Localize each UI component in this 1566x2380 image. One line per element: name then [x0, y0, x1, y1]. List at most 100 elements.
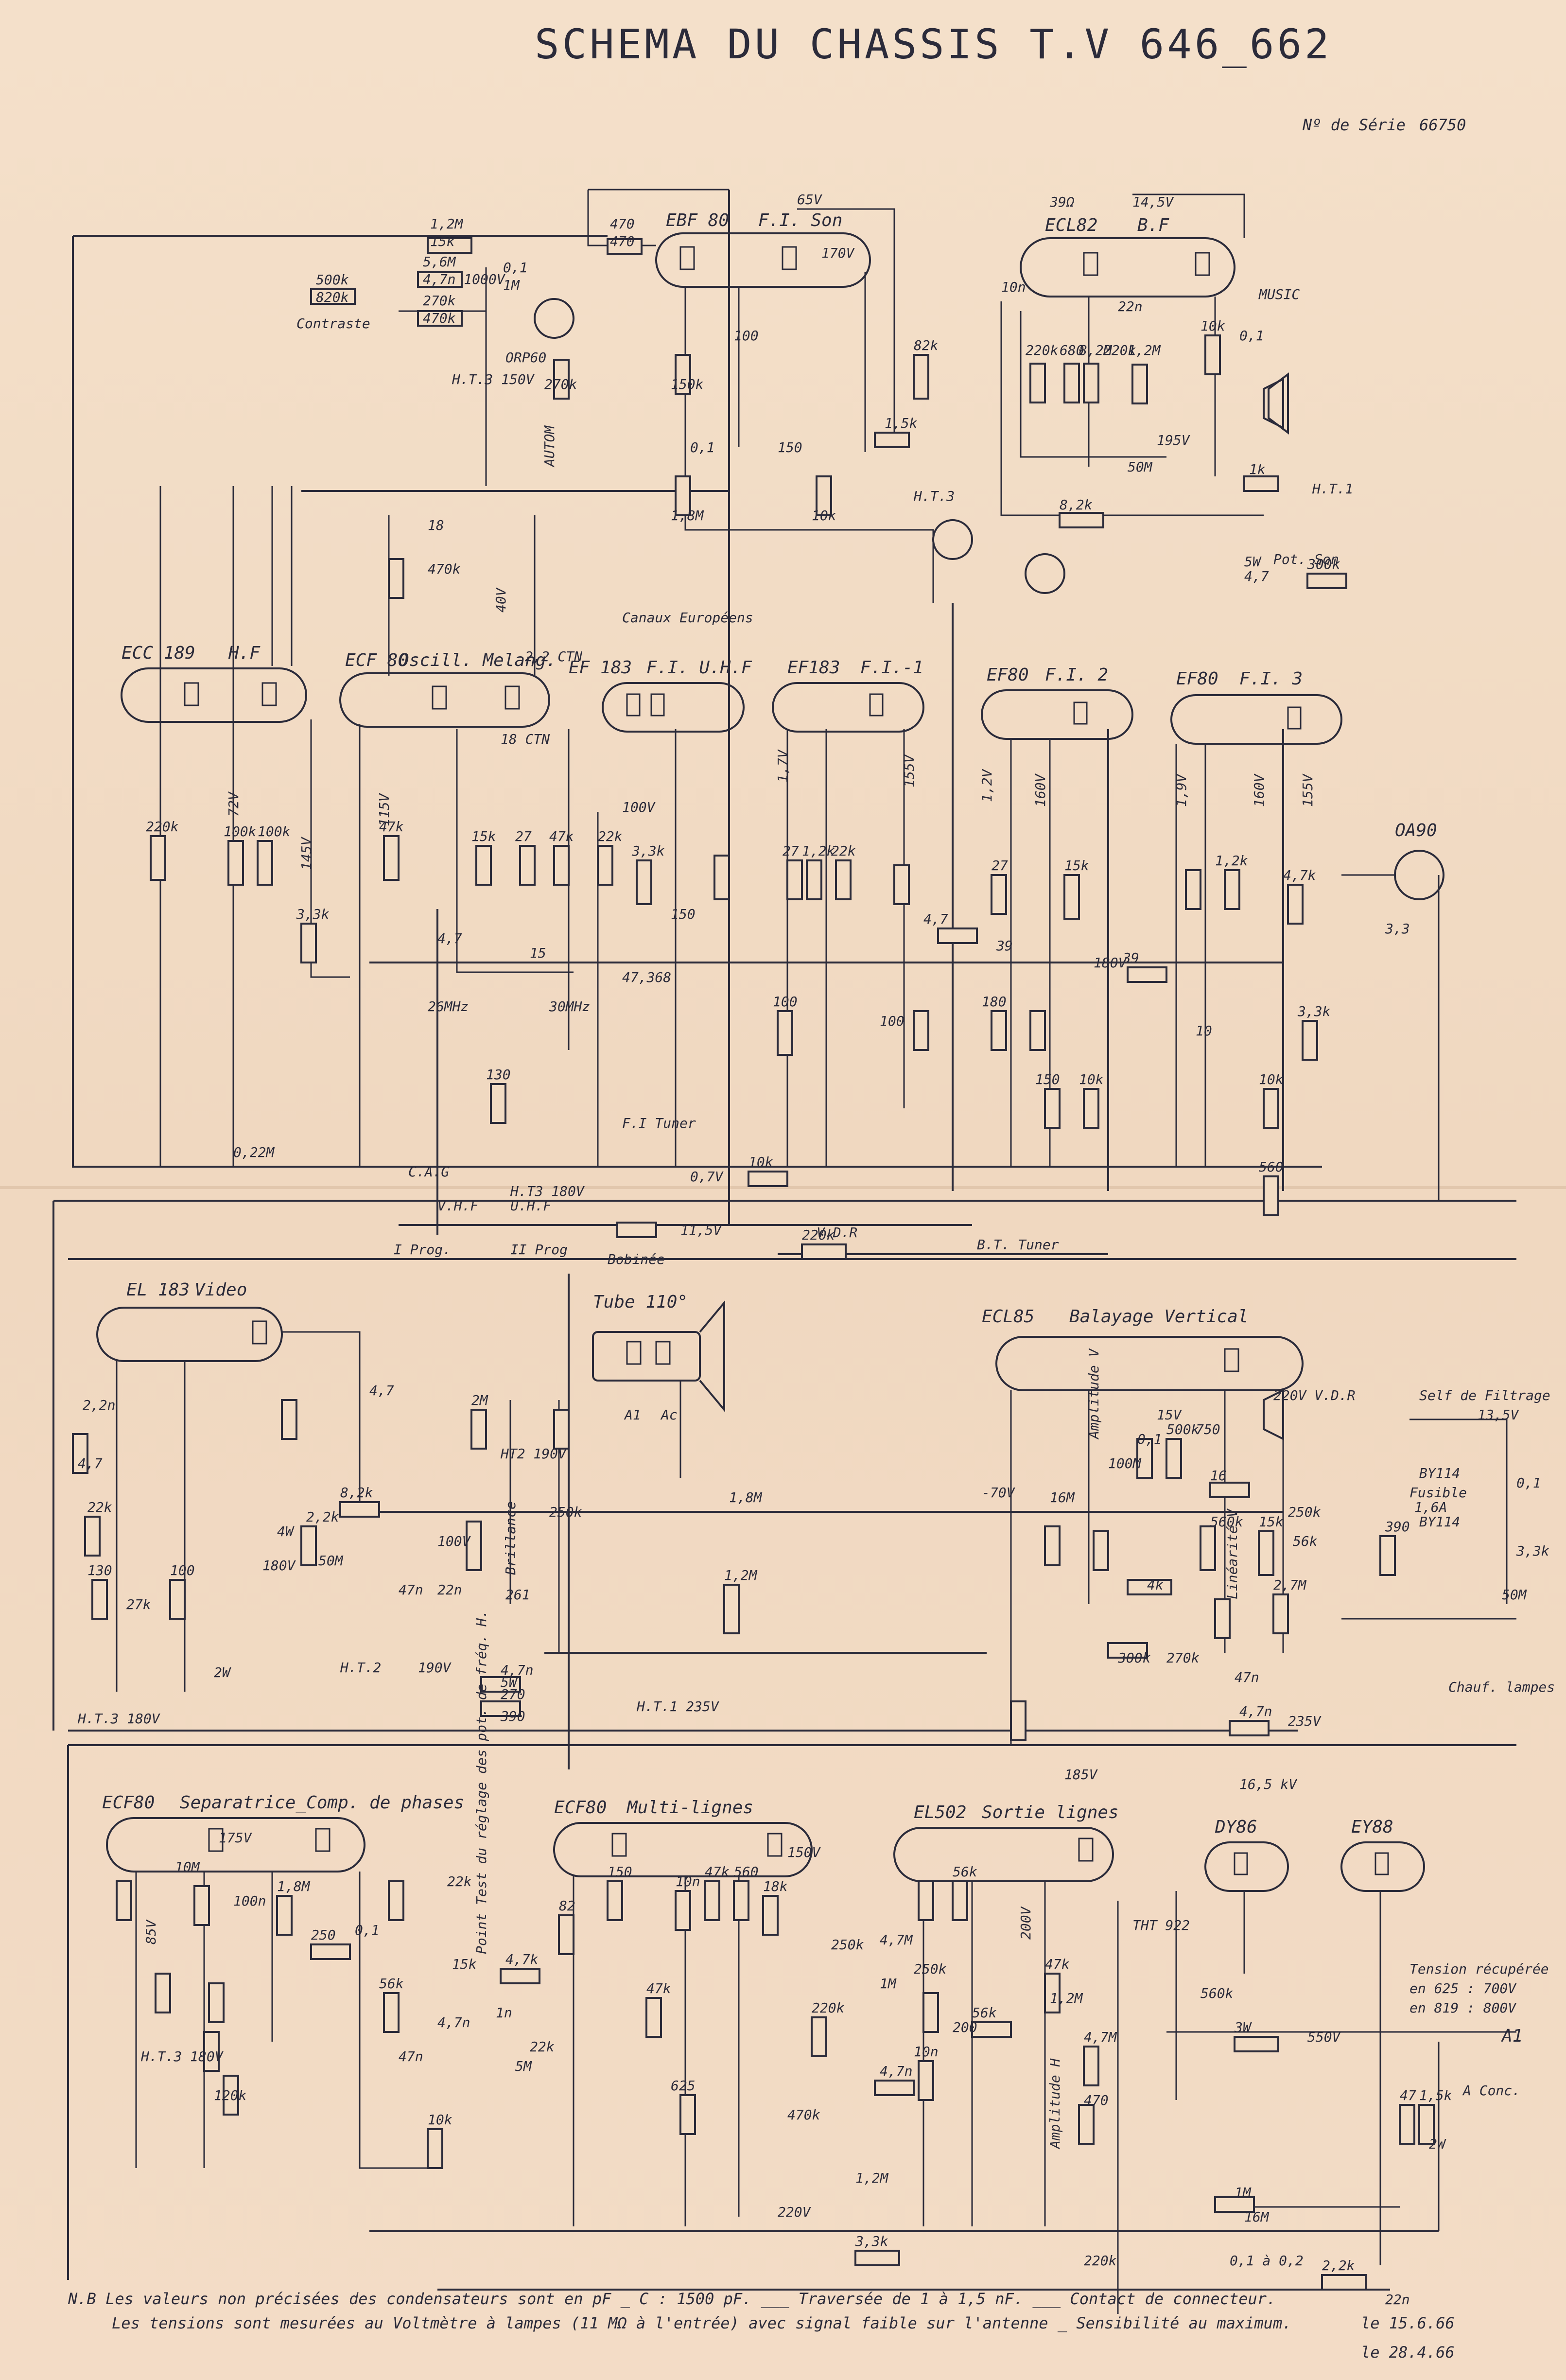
component-value: 10n [914, 2044, 939, 2060]
component-value: 250k [549, 1504, 582, 1520]
svg-text:Video: Video [194, 1280, 247, 1300]
component-value: 16 [1210, 1468, 1227, 1484]
component-value: 47 [1400, 2087, 1416, 2103]
component-value: 120k [214, 2087, 247, 2103]
svg-text:HT2 190V: HT2 190V [500, 1446, 567, 1462]
component-value: 4W [277, 1523, 295, 1540]
tube-ecl85: ECL85 Balayage Vertical [982, 1307, 1304, 1391]
component-value: 4,7 [78, 1455, 103, 1471]
svg-text:13,5V: 13,5V [1478, 1407, 1519, 1423]
component-value: 0,1 [355, 1922, 380, 1938]
component-value: 3,3 [1385, 921, 1410, 937]
component-value: 1M [503, 277, 520, 293]
date-2: le 28.4.66 [1361, 2343, 1455, 2362]
component-value: 8,2M [1079, 342, 1113, 358]
component-value: 1,2M [1050, 1990, 1083, 2006]
component-value: 470k [428, 561, 461, 577]
component-value: 470k [787, 2107, 820, 2123]
component-value: 4,7k [1283, 867, 1316, 883]
svg-text:U.H.F: U.H.F [510, 1198, 552, 1214]
component-value: 820k [316, 289, 349, 305]
component-value: 250k [831, 1937, 864, 1953]
component-value: 250 [311, 1927, 336, 1943]
tube-ef183-fi1: EF183 F.I.-1 [772, 658, 924, 733]
svg-text:ECL82: ECL82 [1045, 215, 1097, 235]
svg-text:1,7V: 1,7V [775, 749, 791, 783]
component-value: 27k [126, 1596, 151, 1612]
svg-text:OA90: OA90 [1395, 821, 1437, 840]
svg-text:H.T.3: H.T.3 [913, 488, 955, 504]
svg-text:Ac: Ac [660, 1407, 678, 1423]
svg-text:11,5V: 11,5V [680, 1222, 722, 1238]
svg-text:175V: 175V [219, 1830, 253, 1846]
component-value: 3,3k [296, 906, 330, 922]
svg-text:200V: 200V [1018, 1906, 1034, 1940]
tube-ef183-uhf: EF 183 F.I. U.H.F [569, 658, 752, 733]
tube-dy86: DY86 [1204, 1817, 1289, 1892]
component-value: 1,5k [1419, 2087, 1452, 2103]
component-value: 150 [1035, 1071, 1060, 1087]
component-value: 390 [500, 1708, 525, 1724]
svg-text:Chauf. lampes: Chauf. lampes [1448, 1679, 1555, 1695]
component-value: 39Ω [1049, 194, 1075, 210]
svg-text:EF183: EF183 [787, 658, 840, 678]
svg-text:Canaux Européens: Canaux Européens [622, 610, 753, 626]
component-value: 220k [802, 1227, 835, 1243]
svg-text:Pot. Son: Pot. Son [1273, 551, 1339, 567]
svg-text:H.T.3 180V: H.T.3 180V [140, 2048, 224, 2065]
svg-text:ECF 80: ECF 80 [345, 650, 408, 670]
component-value: 10n [676, 1873, 700, 1890]
date-1: le 15.6.66 [1361, 2314, 1455, 2332]
component-value: 39 [1122, 950, 1139, 966]
component-value: 22n [437, 1582, 462, 1598]
component-value: 1M [1235, 2185, 1252, 2201]
component-value: 4,7M [1084, 2029, 1117, 2045]
component-value: 15 [530, 945, 546, 961]
component-value: 1,8M [277, 1878, 311, 1894]
component-value: 680 [1060, 342, 1084, 358]
component-value: 470 [610, 233, 635, 249]
svg-text:115V: 115V [376, 792, 392, 826]
component-value: 0,22M [233, 1144, 275, 1160]
component-value: 47k [705, 1864, 730, 1880]
svg-text:DY86: DY86 [1215, 1817, 1257, 1837]
component-value: 220k [1026, 342, 1059, 358]
component-value: 22k [831, 843, 856, 859]
component-value: 220k [812, 2000, 845, 2016]
component-value: 270k [1166, 1650, 1200, 1666]
component-value: 16M [1244, 2209, 1270, 2225]
svg-text:BY114: BY114 [1419, 1465, 1460, 1481]
svg-text:195V: 195V [1157, 432, 1191, 448]
component-value: 22k [87, 1499, 112, 1515]
svg-text:65V: 65V [797, 192, 823, 208]
component-value: 22k [530, 2039, 555, 2055]
component-value: 500k [1166, 1421, 1200, 1437]
rails [52, 190, 1516, 2291]
component-value: 15k [452, 1956, 477, 1972]
svg-text:550V: 550V [1307, 2029, 1341, 2045]
svg-text:160V: 160V [1032, 773, 1048, 807]
component-value: 39 [996, 938, 1013, 954]
component-value: 390 [1385, 1519, 1410, 1535]
component-value: 82 [559, 1898, 575, 1914]
component-value: 180 [982, 994, 1007, 1010]
svg-text:155V: 155V [901, 753, 917, 788]
serial-value: 66750 [1419, 116, 1466, 134]
svg-text:F.I. U.H.F: F.I. U.H.F [646, 658, 752, 678]
svg-text:Bobinée: Bobinée [608, 1251, 665, 1267]
component-value: 270 [501, 1686, 525, 1702]
tube-ecf80-multilignes: ECF80 Multi-lignes [553, 1798, 813, 1877]
component-value: 22n [1118, 298, 1143, 315]
svg-text:72V: 72V [226, 791, 242, 817]
svg-text:F.I. Son: F.I. Son [758, 210, 842, 230]
component-value: 82k [914, 337, 939, 353]
component-value: 4,7M [880, 1932, 913, 1948]
component-value: 1,8M [729, 1489, 763, 1505]
tube-ef80-fi3: EF80 F.I. 3 [1170, 669, 1342, 745]
svg-text:185V: 185V [1064, 1767, 1098, 1783]
svg-text:H.T.3 180V: H.T.3 180V [77, 1711, 161, 1727]
component-value: 100 [880, 1013, 905, 1029]
svg-text:0,7V: 0,7V [690, 1169, 724, 1185]
svg-text:V.D.R: V.D.R [817, 1225, 857, 1241]
component-value: 1,5k [885, 415, 918, 431]
